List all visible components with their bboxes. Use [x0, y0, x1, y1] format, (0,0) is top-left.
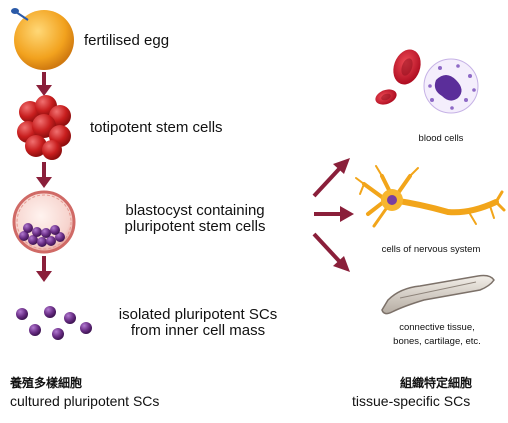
label-blastocyst-1: blastocyst containing [125, 202, 265, 219]
label-connective-2: bones, cartilage, etc. [393, 336, 481, 347]
footer-right: tissue-specific SCs [352, 393, 471, 409]
label-nervous-system: cells of nervous system [381, 244, 481, 255]
blood-cells-illustration [375, 49, 479, 114]
morula-illustration [17, 95, 71, 160]
label-totipotent: totipotent stem cells [90, 119, 223, 136]
arrow-to-nerve-cells [314, 206, 354, 222]
footer-left: cultured pluripotent SCs [10, 393, 160, 409]
label-isolated-2: from inner cell mass [130, 322, 266, 339]
footer-right-cjk: 組織特定細胞 [400, 376, 473, 390]
arrow-down-3 [36, 256, 52, 282]
arrow-down-2 [36, 162, 52, 188]
bone-illustration [381, 274, 495, 315]
fertilised-egg-illustration [11, 8, 74, 70]
label-blood-cells: blood cells [418, 133, 464, 144]
label-isolated-1: isolated pluripotent SCs [118, 306, 278, 323]
isolated-cells-illustration [16, 306, 92, 340]
label-connective-1: connective tissue, [399, 322, 475, 333]
label-blastocyst-2: pluripotent stem cells [124, 218, 266, 235]
arrow-to-blood-cells [312, 158, 350, 198]
blastocyst-illustration [12, 190, 76, 254]
nerve-cell-body [381, 189, 403, 211]
label-fertilised-egg: fertilised egg [84, 32, 170, 49]
arrow-to-connective-tissue [312, 232, 350, 272]
footer-left-cjk: 養殖多樣細胞 [10, 376, 83, 390]
arrow-down-1 [36, 72, 52, 96]
nerve-cell-illustration [355, 165, 506, 228]
